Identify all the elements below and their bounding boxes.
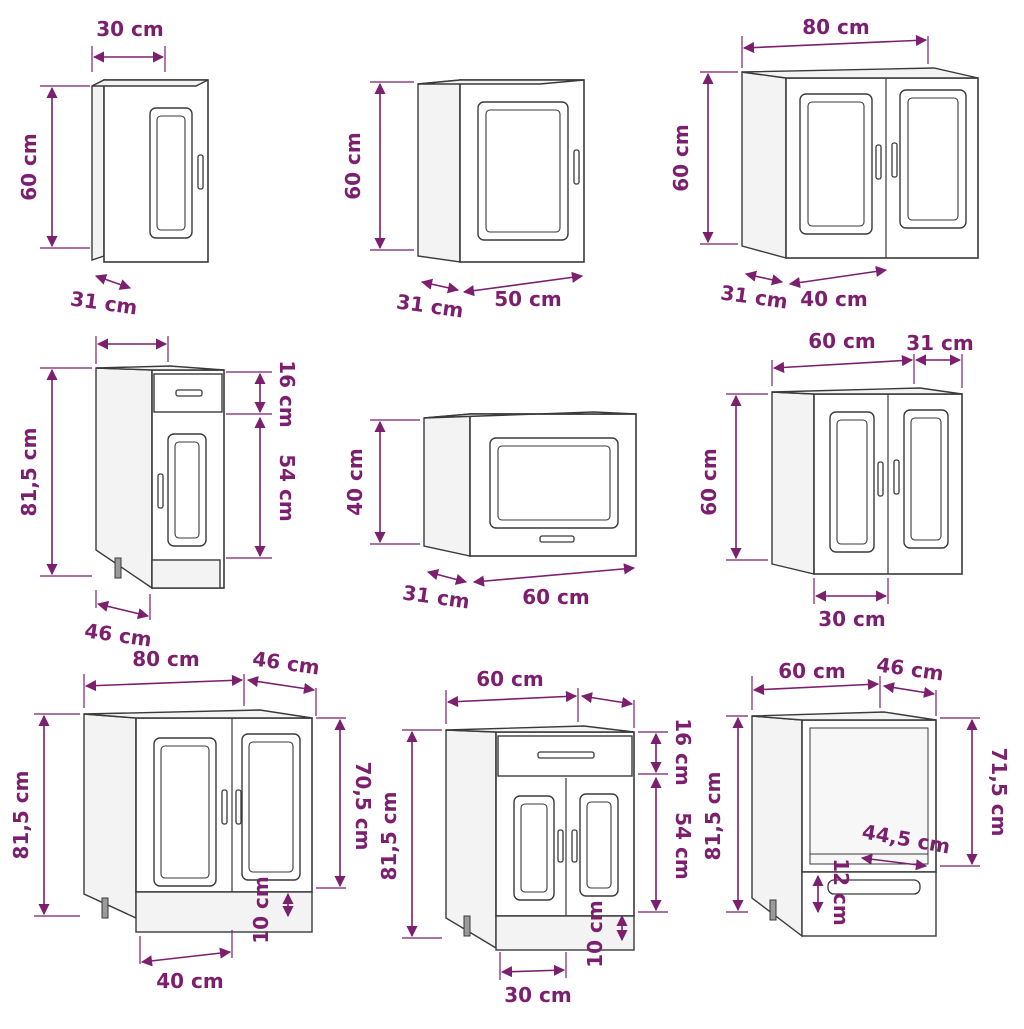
- cabinet-base-drawer-30: 81,5 cm 16 cm 54 cm 46 cm: [17, 336, 299, 652]
- sink-80-inner-height-label: 70,5 cm: [351, 761, 375, 850]
- hood-60-depth-label: 31 cm: [401, 580, 471, 613]
- oven-60-inner-height-label: 71,5 cm: [987, 747, 1011, 836]
- wall-30-depth-label: 31 cm: [69, 286, 139, 319]
- wall-30-height-label: 60 cm: [17, 133, 41, 201]
- base-30-height-label: 81,5 cm: [17, 427, 41, 516]
- oven-60-width-label: 60 cm: [778, 659, 846, 683]
- sink-80-depth-label: 46 cm: [251, 646, 321, 679]
- cabinet-wall-hood-60: 40 cm 31 cm 60 cm: [343, 411, 637, 614]
- wall-50-height-label: 60 cm: [341, 132, 365, 200]
- base-60-drawer-label: 16 cm: [671, 718, 695, 786]
- base-60-door-height-label: 54 cm: [671, 812, 695, 880]
- wall-50-width-label: 50 cm: [494, 287, 562, 311]
- sink-80-height-label: 81,5 cm: [9, 770, 33, 859]
- base-60-height-label: 81,5 cm: [377, 791, 401, 880]
- sink-80-door-label: 40 cm: [156, 969, 224, 993]
- cabinet-sink-base-80: 80 cm 46 cm 81,5 cm 70,5 cm 10 cm 40 cm: [9, 646, 375, 993]
- sink-80-width-label: 80 cm: [132, 647, 200, 671]
- wall-80-depth-label: 31 cm: [719, 280, 789, 313]
- hood-60-height-label: 40 cm: [343, 448, 367, 516]
- base-60-plinth-label: 10 cm: [583, 900, 607, 968]
- oven-60-depth-label: 46 cm: [875, 652, 945, 685]
- wall-80-height-label: 60 cm: [669, 124, 693, 192]
- wall-50-depth-label: 31 cm: [395, 289, 465, 322]
- cabinet-wall-50: 60 cm 31 cm 50 cm: [341, 79, 585, 323]
- hood-60-width-label: 60 cm: [522, 585, 590, 609]
- wall-60-width-label: 60 cm: [808, 329, 876, 353]
- base-60-door-label: 30 cm: [504, 983, 572, 1007]
- cabinet-wall-30: 30 cm 60 cm 31 cm: [17, 17, 209, 320]
- base-30-door-label: 54 cm: [275, 454, 299, 522]
- wall-60-door-label: 30 cm: [818, 607, 886, 631]
- wall-80-door-width-label: 40 cm: [800, 287, 868, 311]
- wall-80-width-label: 80 cm: [802, 15, 870, 39]
- oven-60-height-label: 81,5 cm: [701, 771, 725, 860]
- wall-30-width-label: 30 cm: [96, 17, 164, 41]
- wall-60-height-label: 60 cm: [697, 448, 721, 516]
- cabinet-wall-80: 80 cm 60 cm 31 cm 40 cm: [669, 15, 979, 314]
- cabinet-base-drawer-60: 60 cm 81,5 cm 16 cm 54 cm 10 cm 30 cm: [377, 667, 695, 1007]
- cabinet-wall-60: 60 cm 31 cm 60 cm 30 cm: [697, 329, 974, 631]
- base-60-width-label: 60 cm: [476, 667, 544, 691]
- wall-60-depth-label: 31 cm: [906, 331, 974, 355]
- base-30-drawer-label: 16 cm: [275, 360, 299, 428]
- sink-80-plinth-label: 10 cm: [249, 876, 273, 944]
- oven-60-drawer-height-label: 12 cm: [829, 858, 853, 926]
- cabinet-oven-base-60: 60 cm 46 cm 81,5 cm 71,5 cm 44,5 cm 12 c…: [701, 652, 1011, 938]
